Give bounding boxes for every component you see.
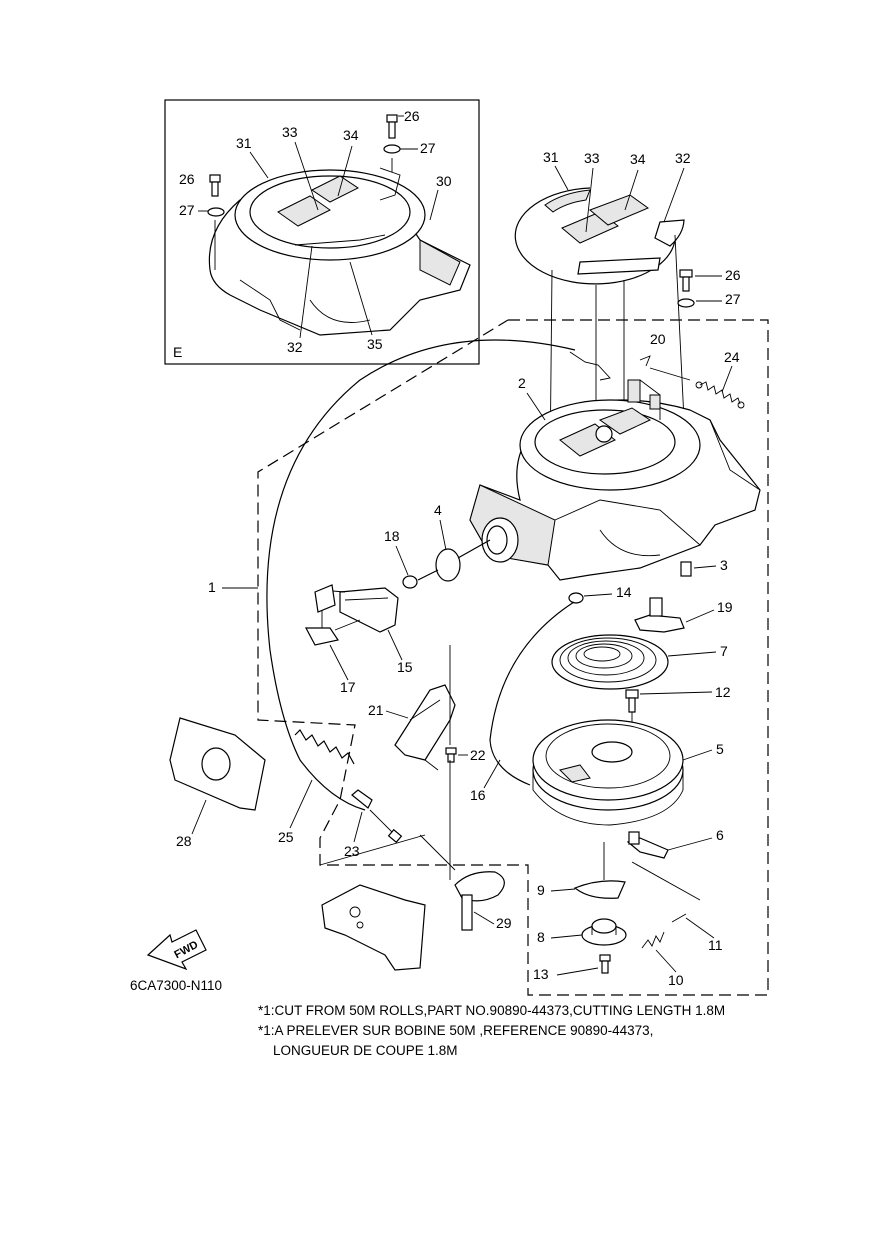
label-6: 6 [716,827,724,843]
inset-bolt-left [209,174,221,197]
part-18-stopper [402,569,439,589]
part-15-handle [319,587,399,633]
part-20-clip [639,355,691,381]
label-12: 12 [715,684,731,700]
label-31-main: 31 [543,149,559,165]
label-13: 13 [533,966,549,982]
inset-washer [383,144,401,154]
label-29: 29 [496,915,512,931]
label-28: 28 [176,833,192,849]
label-27-left: 27 [179,202,195,218]
label-8: 8 [537,929,545,945]
mounting-bracket [319,834,456,971]
part-6-lever [626,831,669,859]
inset-letter: E [173,344,182,360]
label-30: 30 [436,173,452,189]
notes-block: *1:CUT FROM 50M ROLLS,PART NO.90890-4437… [258,1001,725,1061]
label-1: 1 [208,579,216,595]
label-34-main: 34 [630,151,646,167]
part-10-spring [641,931,665,949]
label-31: 31 [236,135,252,151]
label-18: 18 [384,528,400,544]
label-9: 9 [537,882,545,898]
label-33-main: 33 [584,150,600,166]
label-24: 24 [724,349,740,365]
label-5: 5 [716,741,724,757]
starter-housing [469,379,761,581]
decal-set [514,187,685,471]
part-17-bracket [305,584,361,646]
note-line-3: LONGUEUR DE COUPE 1.8M [258,1043,458,1058]
cable-end-top [569,351,611,381]
label-35: 35 [367,336,383,352]
label-27: 27 [420,140,436,156]
label-25: 25 [278,829,294,845]
part-16-cable [489,601,575,786]
part-5-pulley [532,719,684,826]
label-14: 14 [616,584,632,600]
label-26-main: 26 [725,267,741,283]
part-24-spring [695,381,745,409]
inset-washer-left [207,207,225,217]
part-14-cable-end [568,592,584,604]
part-23-cable-end [351,789,403,844]
label-2: 2 [518,375,526,391]
part-3-pin [680,561,692,577]
fwd-arrow-icon: FWD [146,929,207,971]
label-7: 7 [720,643,728,659]
drawing-code: 6CA7300-N110 [130,978,223,993]
label-20: 20 [650,331,666,347]
part-9-plate [573,880,626,899]
label-19: 19 [717,599,733,615]
note-line-1: *1:CUT FROM 50M ROLLS,PART NO.90890-4437… [258,1003,726,1018]
label-34: 34 [343,127,359,143]
label-21: 21 [368,702,384,718]
label-27-main: 27 [725,291,741,307]
label-11: 11 [708,937,723,953]
washer-27 [677,298,695,308]
inset-box: E 26 27 31 [164,99,480,365]
part-19-pawl [634,597,685,633]
label-15: 15 [397,659,413,675]
part-4-grommet [435,517,519,582]
part-25-sheath [294,729,355,765]
inset-bolt [386,114,398,172]
part-25-cable [266,339,576,811]
label-22: 22 [470,747,486,763]
label-4: 4 [434,502,442,518]
label-17: 17 [340,679,356,695]
note-line-2: *1:A PRELEVER SUR BOBINE 50M ,REFERENCE … [258,1023,654,1038]
label-16: 16 [470,787,486,803]
part-29-clip [449,760,505,931]
label-23: 23 [344,843,360,859]
label-32: 32 [287,339,303,355]
inset-starter-housing [208,167,471,336]
part-7-spiral-spring [551,634,669,690]
label-10: 10 [668,972,684,988]
label-33: 33 [282,124,298,140]
label-26: 26 [404,108,420,124]
label-26-left: 26 [179,171,195,187]
part-21-bracket [394,684,456,771]
label-32-main: 32 [675,150,691,166]
part-28-plate [169,717,266,811]
part-13-bolt [599,954,611,974]
bolt-26 [679,269,693,292]
label-3: 3 [720,557,728,573]
part-11-pin [671,913,687,923]
part-8-drive [581,918,627,946]
part-22-screw [445,747,457,763]
